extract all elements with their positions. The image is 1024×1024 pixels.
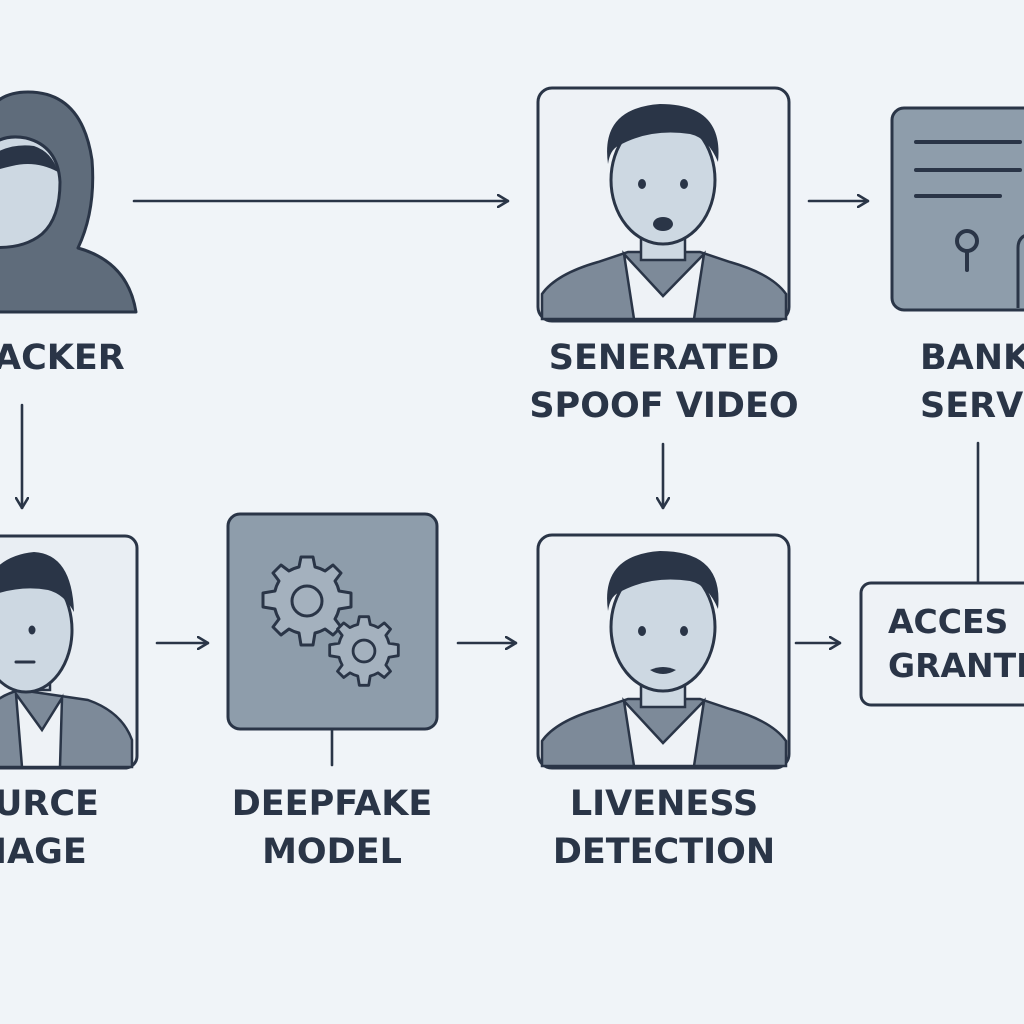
hacker-label: ACKER bbox=[0, 338, 125, 378]
flow-arrows bbox=[22, 201, 980, 767]
deepfake-model-box bbox=[226, 512, 439, 731]
bank-server-label: BANK SERVE bbox=[920, 338, 1024, 426]
source-image-label: URCE IAGE bbox=[0, 784, 99, 872]
spoof-video-portrait bbox=[536, 86, 791, 323]
access-granted-label: ACCES GRANTE bbox=[888, 602, 1024, 685]
gears-icon bbox=[261, 555, 353, 647]
access-granted-box bbox=[859, 581, 1024, 707]
hacker-icon bbox=[0, 90, 138, 314]
liveness-detection-portrait bbox=[536, 533, 791, 770]
liveness-detection-label: LIVENESS DETECTION bbox=[552, 784, 776, 872]
server-document-icon bbox=[890, 106, 1024, 312]
source-image-portrait bbox=[0, 534, 139, 770]
spoof-video-label: SENERATED SPOOF VIDEO bbox=[529, 338, 799, 426]
deepfake-model-label: DEEPFAKE MODEL bbox=[231, 784, 433, 872]
